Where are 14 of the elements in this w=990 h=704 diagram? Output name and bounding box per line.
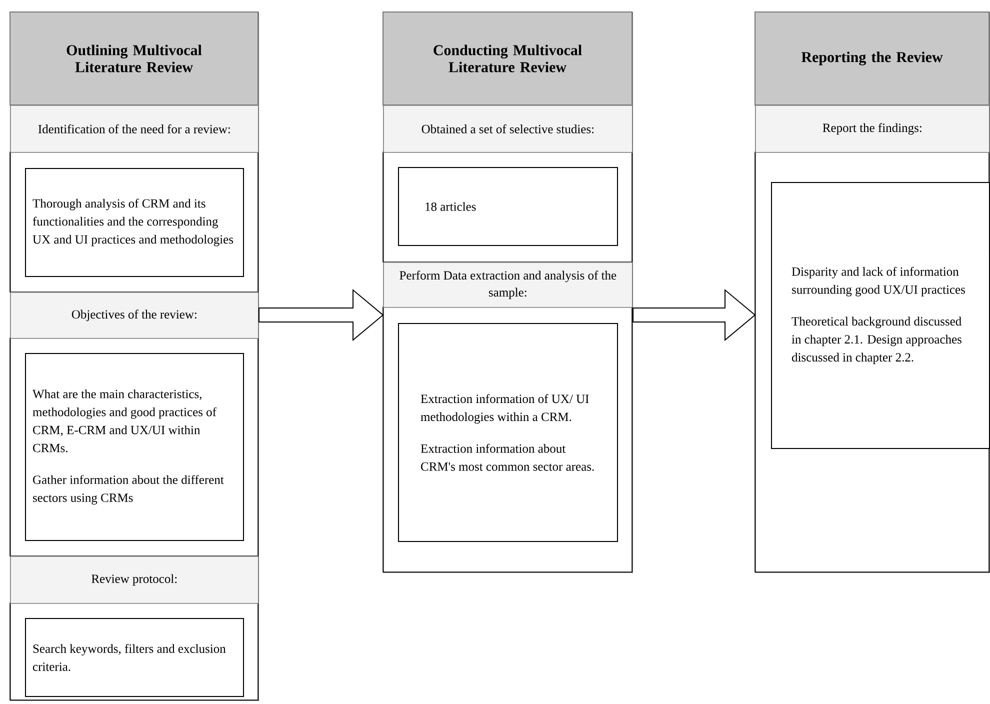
section-band: Perform Data extraction and analysis of the sample: <box>383 262 633 308</box>
text-box: Extraction information of UX/ UI methodologies within a CRM. Extraction information about CRM's most common sector areas. <box>398 323 618 542</box>
section-band: Objectives of the review: <box>10 292 259 339</box>
block-arrow <box>258 288 384 342</box>
text-box: Thorough analysis of CRM and its functionalities and the corresponding UX and UI practices and methodologies <box>25 168 244 277</box>
block-arrow <box>632 288 756 342</box>
text-box: Search keywords, filters and exclusion criteria. <box>25 618 244 697</box>
text-box: What are the main characteristics, methodologies and good practices of CRM, E-CRM and UX/UI within CRMs. Gather information about the different sectors using CRMs <box>25 353 244 541</box>
text-box: Disparity and lack of information surrounding good UX/UI practices Theoretical background discussed in chapter 2.1. Design approaches discussed in chapter 2.2. <box>771 182 990 449</box>
section-band: Review protocol: <box>10 556 259 604</box>
text-box: 18 articles <box>398 167 618 246</box>
section-band: Identification of the need for a review: <box>10 105 259 153</box>
section-band: Report the findings: <box>755 105 990 153</box>
section-band: Obtained a set of selective studies: <box>383 105 633 153</box>
